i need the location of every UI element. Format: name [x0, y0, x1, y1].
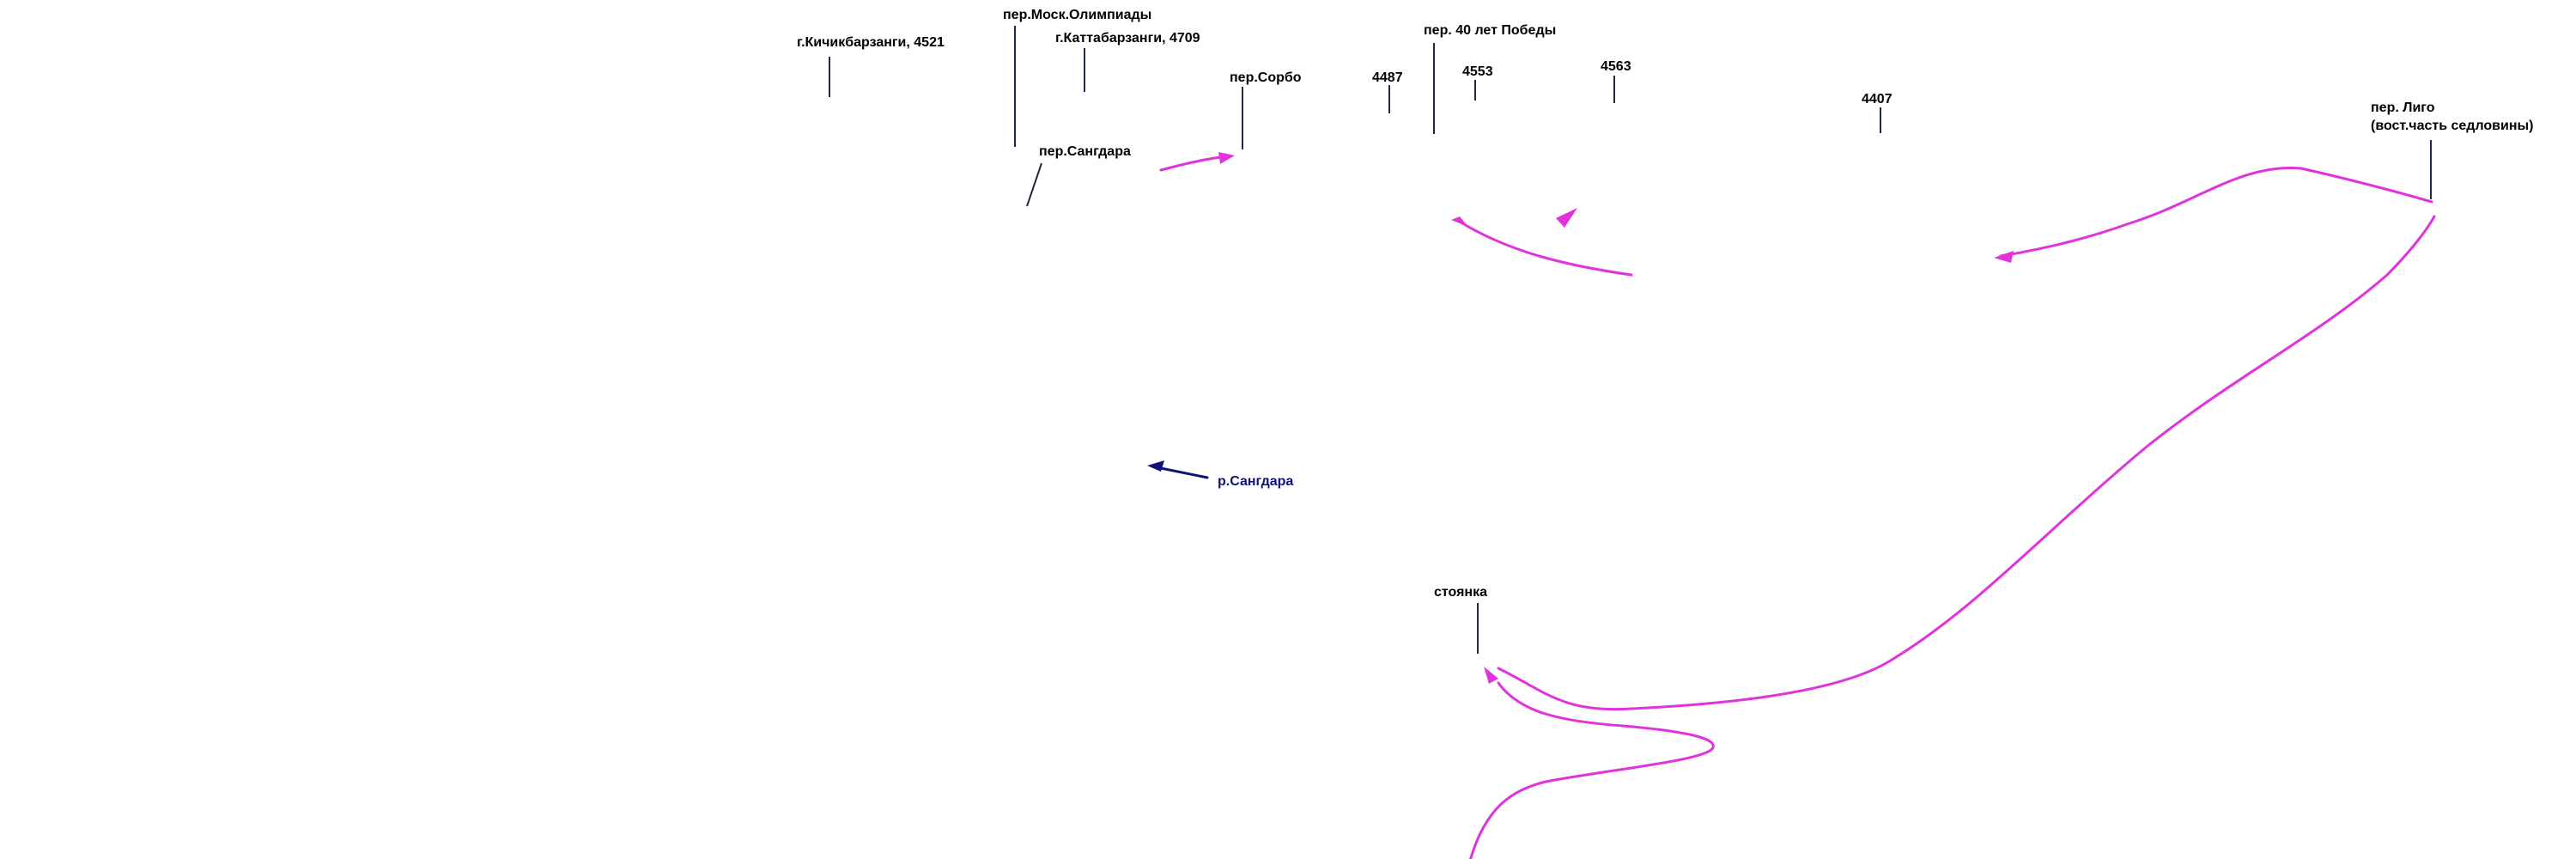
label-pass-ligo-line2: (вост.часть седловины) [2371, 119, 2534, 133]
route-segment-ligo-back [1999, 166, 2433, 258]
route-segment-sorbo-approach [1159, 155, 1230, 172]
label-kattabarzangi: г.Каттабарзанги, 4709 [1055, 31, 1200, 46]
route-segment-bottom-loop [1469, 681, 1715, 859]
label-camp: стоянка [1434, 585, 1487, 600]
pointer-pass-sangdara [1026, 162, 1042, 207]
river-layer [1147, 460, 1209, 479]
label-river-sangdara: р.Сангдара [1218, 474, 1293, 489]
route-arrowhead [1451, 216, 1468, 227]
label-pass-ligo-line1: пер. Лиго [2371, 101, 2435, 115]
label-pass-sangdara: пер.Сангдара [1039, 144, 1131, 159]
pointer-layer [829, 26, 2432, 654]
route-arrowhead [1556, 208, 1577, 228]
route-arrowhead [1994, 251, 2014, 263]
label-peak-4487: 4487 [1372, 70, 1403, 85]
label-kichikbarzangi: г.Кичикбарзанги, 4521 [797, 35, 945, 50]
label-pass-40-years-victory: пер. 40 лет Победы [1424, 23, 1556, 38]
label-pass-sorbo: пер.Сорбо [1230, 70, 1302, 85]
label-peak-4563: 4563 [1601, 59, 1631, 74]
route-segment-camp-to-ligo [1497, 215, 2436, 711]
label-layer: г.Кичикбарзанги, 4521 пер.Моск.Олимпиады… [797, 8, 2534, 600]
route-layer [1159, 152, 2436, 859]
route-arrowhead [1218, 152, 1235, 164]
label-peak-4553: 4553 [1462, 64, 1493, 79]
route-segment-middle-return [1458, 220, 1633, 277]
label-pass-mosk-olympics: пер.Моск.Олимпиады [1003, 8, 1151, 22]
route-arrowhead [1484, 667, 1498, 684]
label-peak-4407: 4407 [1862, 92, 1893, 107]
river-arrowhead-icon [1147, 460, 1164, 472]
